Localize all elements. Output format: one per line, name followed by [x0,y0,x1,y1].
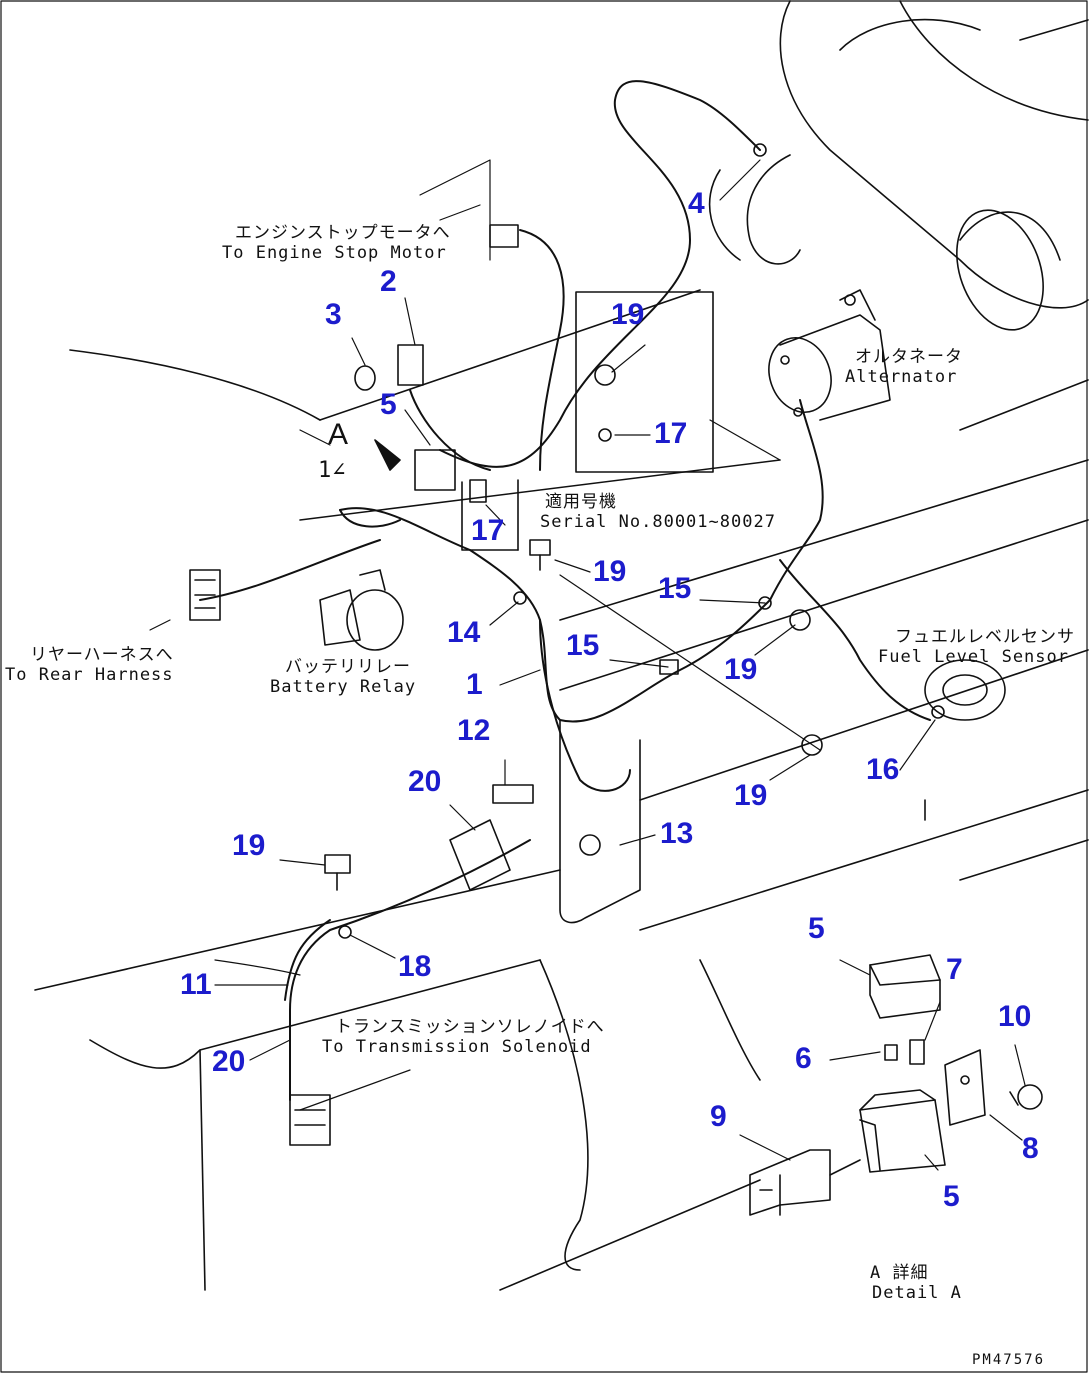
callout-8: 8 [1022,1132,1039,1165]
detail-a-drawing [739,954,1043,1216]
callout-5-b: 5 [808,912,825,945]
callout-7: 7 [946,953,963,986]
callout-12: 12 [457,714,491,747]
part-5-small [414,449,456,491]
callout-17-b: 17 [471,514,505,547]
callout-14: 14 [447,616,481,649]
view-marker: A [328,418,349,451]
view-arrow [374,439,401,471]
callout-19-d: 19 [734,779,768,812]
rear-harness-connector [189,569,221,621]
serial-label-en: Serial No.80001~80027 [540,512,776,532]
detail-a-label-en: Detail A [872,1283,962,1303]
clip-16 [931,705,945,719]
relay-2 [397,344,424,386]
battery-relay-label-jp: バッテリリレー [285,657,411,677]
drawing-code: PM47576 [972,1352,1046,1368]
fuel-level-sensor [924,659,1006,721]
battery-relay-label-en: Battery Relay [270,677,417,697]
engine-stop-connector [489,224,519,248]
fuel-level-label-en: Fuel Level Sensor [878,647,1069,667]
callout-10: 10 [998,1000,1032,1033]
bolts [324,143,823,891]
callout-18: 18 [398,950,432,983]
callout-9: 9 [710,1100,727,1133]
callout-17-a: 17 [654,417,688,450]
callout-20-b: 20 [212,1045,246,1078]
engine-stop-label-jp: エンジンストップモータへ [235,223,451,243]
rear-harness-label-jp: リヤーハーネスへ [30,645,174,665]
callout-20-a: 20 [408,765,442,798]
serial-label-jp: 適用号機 [545,492,617,512]
frame-rails [34,289,1089,1291]
leader-lines [149,159,936,1111]
callout-13: 13 [660,817,694,850]
callout-3: 3 [325,298,342,331]
detail-box [575,291,714,473]
clip-15b [659,659,679,675]
callout-15-b: 15 [566,629,600,662]
clip-17b [469,479,487,503]
fuel-level-label-jp: フュエルレベルセンサ [895,627,1075,647]
alternator [768,289,891,421]
clip-14 [513,591,527,605]
view-marker-sub: 1∠ [318,458,347,483]
callout-16: 16 [866,753,900,786]
transmission-connector [289,1094,331,1146]
engine-outline [708,0,1089,431]
transmission-label-jp: トランスミッションソレノイドへ [335,1017,605,1037]
part-12 [492,784,534,804]
battery-relay [319,569,404,651]
engine-stop-label-en: To Engine Stop Motor [222,243,447,263]
serial-bracket [461,481,519,551]
transmission-label-en: To Transmission Solenoid [322,1037,592,1057]
callout-19-b: 19 [593,555,627,588]
alternator-label-jp: オルタネータ [855,347,963,367]
callout-11: 11 [180,968,212,1001]
detail-a-label-jp: A 詳細 [870,1263,929,1283]
clip-18 [338,925,352,939]
callout-6: 6 [795,1042,812,1075]
callout-19-e: 19 [232,829,266,862]
callout-19-c: 19 [724,653,758,686]
rear-harness-label-en: To Rear Harness [5,665,174,685]
part-3 [354,365,376,391]
callout-19-a: 19 [611,298,645,331]
alternator-label-en: Alternator [845,367,958,387]
callout-5-c: 5 [943,1180,960,1213]
callout-2: 2 [380,265,397,298]
part-20-bracket [449,819,511,891]
clip-17a [598,428,612,442]
callout-1: 1 [466,668,483,701]
callout-5-a: 5 [380,388,397,421]
callout-4: 4 [688,187,705,220]
callout-15-a: 15 [658,572,692,605]
